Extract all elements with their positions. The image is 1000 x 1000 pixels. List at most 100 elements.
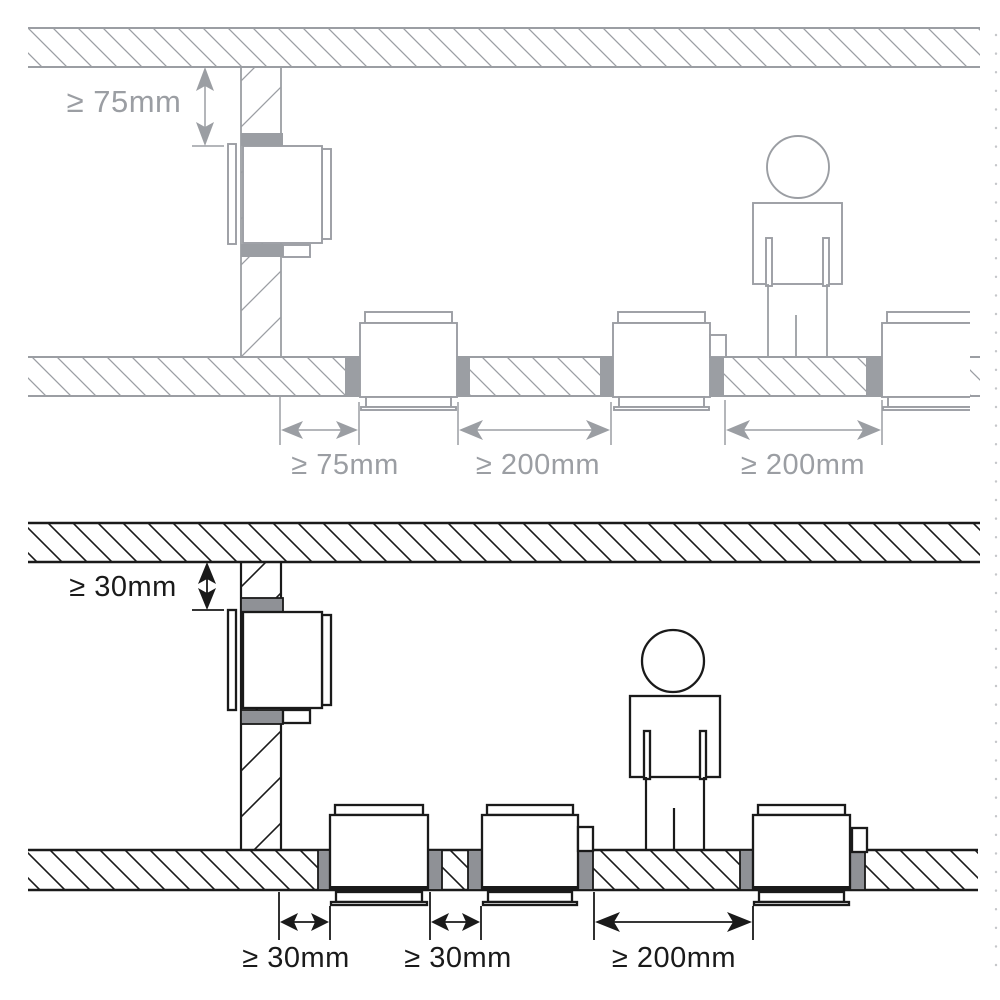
trim-plate bbox=[882, 406, 970, 411]
luminaire-lid bbox=[333, 803, 425, 817]
recessed-luminaire-3 bbox=[739, 803, 869, 907]
dimension-label: ≥ 200mm bbox=[476, 449, 600, 481]
person-arm-left bbox=[765, 237, 773, 287]
trim-flange-left bbox=[227, 143, 237, 245]
luminaire-lid bbox=[364, 311, 453, 324]
trim-flange-left bbox=[226, 608, 238, 712]
trim-plate bbox=[329, 900, 429, 907]
luminaire-body bbox=[242, 145, 323, 244]
dimension-label: ≥ 200mm bbox=[741, 449, 865, 481]
trim-plate bbox=[481, 900, 579, 907]
floor-slab-hatch bbox=[28, 357, 980, 396]
dimension-luminaire2-to-luminaire3: ≥ 200mm bbox=[593, 892, 754, 974]
trim-plate bbox=[613, 406, 710, 411]
mounting-block-top bbox=[241, 133, 283, 146]
side-connector-box bbox=[850, 826, 869, 854]
mounting-block-left bbox=[317, 849, 331, 891]
ceiling-clearance-dimension: ≥ 75mm bbox=[67, 67, 224, 147]
trim-flange bbox=[365, 396, 452, 408]
recessed-luminaire-1 bbox=[317, 803, 443, 907]
arrowhead-up bbox=[196, 67, 214, 91]
mounting-block-right bbox=[427, 849, 443, 891]
mounting-block-bottom bbox=[241, 244, 283, 257]
person-figure bbox=[628, 628, 722, 849]
arrowhead-left bbox=[281, 421, 303, 439]
arrowhead-down bbox=[198, 588, 216, 610]
arrowhead-down bbox=[196, 122, 214, 146]
arrowhead-left bbox=[431, 913, 449, 931]
arrowhead-left bbox=[459, 420, 483, 440]
trim-flange bbox=[887, 396, 970, 408]
trim-flange bbox=[486, 890, 574, 904]
mounting-block-right bbox=[457, 357, 470, 396]
dimension-label: ≥ 200mm bbox=[612, 942, 736, 974]
arrowhead-right bbox=[586, 420, 610, 440]
arrowhead-up bbox=[198, 562, 216, 584]
wall-mounted-luminaire bbox=[226, 597, 333, 725]
mounting-block-right bbox=[577, 849, 594, 891]
mounting-block-bottom bbox=[240, 709, 284, 725]
ceiling-slab-hatch bbox=[28, 523, 980, 562]
person-arm-right bbox=[698, 729, 708, 781]
luminaire-body bbox=[480, 813, 580, 891]
arrowhead-left bbox=[595, 912, 620, 932]
arrowhead-right bbox=[336, 421, 358, 439]
floor-slab bbox=[28, 356, 980, 397]
mounting-block-left bbox=[600, 357, 613, 396]
dimension-luminaire1-to-luminaire2: ≥ 30mm bbox=[404, 892, 511, 974]
connector-step bbox=[281, 708, 312, 725]
trim-plate bbox=[360, 406, 457, 411]
trim-flange bbox=[757, 890, 846, 904]
dimension-wall-to-luminaire: ≥ 30mm bbox=[242, 892, 350, 974]
luminaire-body bbox=[881, 322, 970, 398]
person-figure bbox=[752, 135, 843, 357]
mounting-block-top bbox=[240, 597, 284, 613]
arrowhead-right bbox=[857, 420, 881, 440]
mounting-block-right bbox=[710, 357, 724, 396]
trim-plate bbox=[752, 900, 851, 907]
luminaire-body bbox=[328, 813, 430, 891]
mounting-block-left bbox=[467, 849, 483, 891]
arrowhead-right bbox=[727, 912, 752, 932]
arrowhead-left bbox=[726, 420, 750, 440]
luminaire-body bbox=[241, 610, 324, 710]
person-arm-left bbox=[642, 729, 652, 781]
ceiling-clearance-dimension: ≥ 30mm bbox=[69, 562, 224, 611]
dimension-label: ≥ 75mm bbox=[291, 449, 399, 481]
trim-flange bbox=[334, 890, 424, 904]
wall-mounted-luminaire bbox=[227, 133, 332, 258]
connector-step bbox=[282, 244, 311, 258]
recessed-luminaire-2 bbox=[467, 803, 595, 907]
arrowhead-right bbox=[311, 913, 329, 931]
person-head bbox=[766, 135, 830, 199]
luminaire-lid bbox=[617, 311, 706, 324]
person-arm-right bbox=[822, 237, 830, 287]
dimension-label: ≥ 30mm bbox=[69, 571, 177, 603]
dimension-luminaire1-to-luminaire2: ≥ 200mm bbox=[457, 402, 612, 481]
side-connector-box bbox=[709, 334, 727, 358]
trim-flange-right bbox=[321, 148, 332, 240]
dimension-wall-to-luminaire: ≥ 75mm bbox=[279, 397, 399, 481]
luminaire-body bbox=[612, 322, 711, 398]
bottom-diagram: ≥ 30mm bbox=[28, 521, 980, 974]
luminaire-lid bbox=[886, 311, 970, 324]
person-head bbox=[640, 628, 706, 694]
ceiling-slab bbox=[28, 521, 980, 564]
ceiling-slab bbox=[28, 27, 980, 68]
dimension-label: ≥ 75mm bbox=[67, 84, 182, 119]
mounting-block-left bbox=[739, 849, 754, 891]
recessed-luminaire-3-cut bbox=[866, 311, 970, 411]
side-connector-box bbox=[576, 825, 595, 853]
arrowhead-left bbox=[280, 913, 298, 931]
trim-flange bbox=[618, 396, 705, 408]
ceiling-slab-hatch bbox=[28, 28, 980, 67]
mounting-block-left bbox=[345, 357, 360, 396]
arrowhead-right bbox=[462, 913, 480, 931]
trim-flange-right bbox=[320, 613, 333, 707]
dimension-luminaire2-to-luminaire3: ≥ 200mm bbox=[724, 400, 883, 481]
recessed-luminaire-2 bbox=[600, 311, 727, 411]
top-diagram: ≥ 75mm bbox=[28, 27, 980, 481]
dimension-label: ≥ 30mm bbox=[242, 942, 350, 974]
